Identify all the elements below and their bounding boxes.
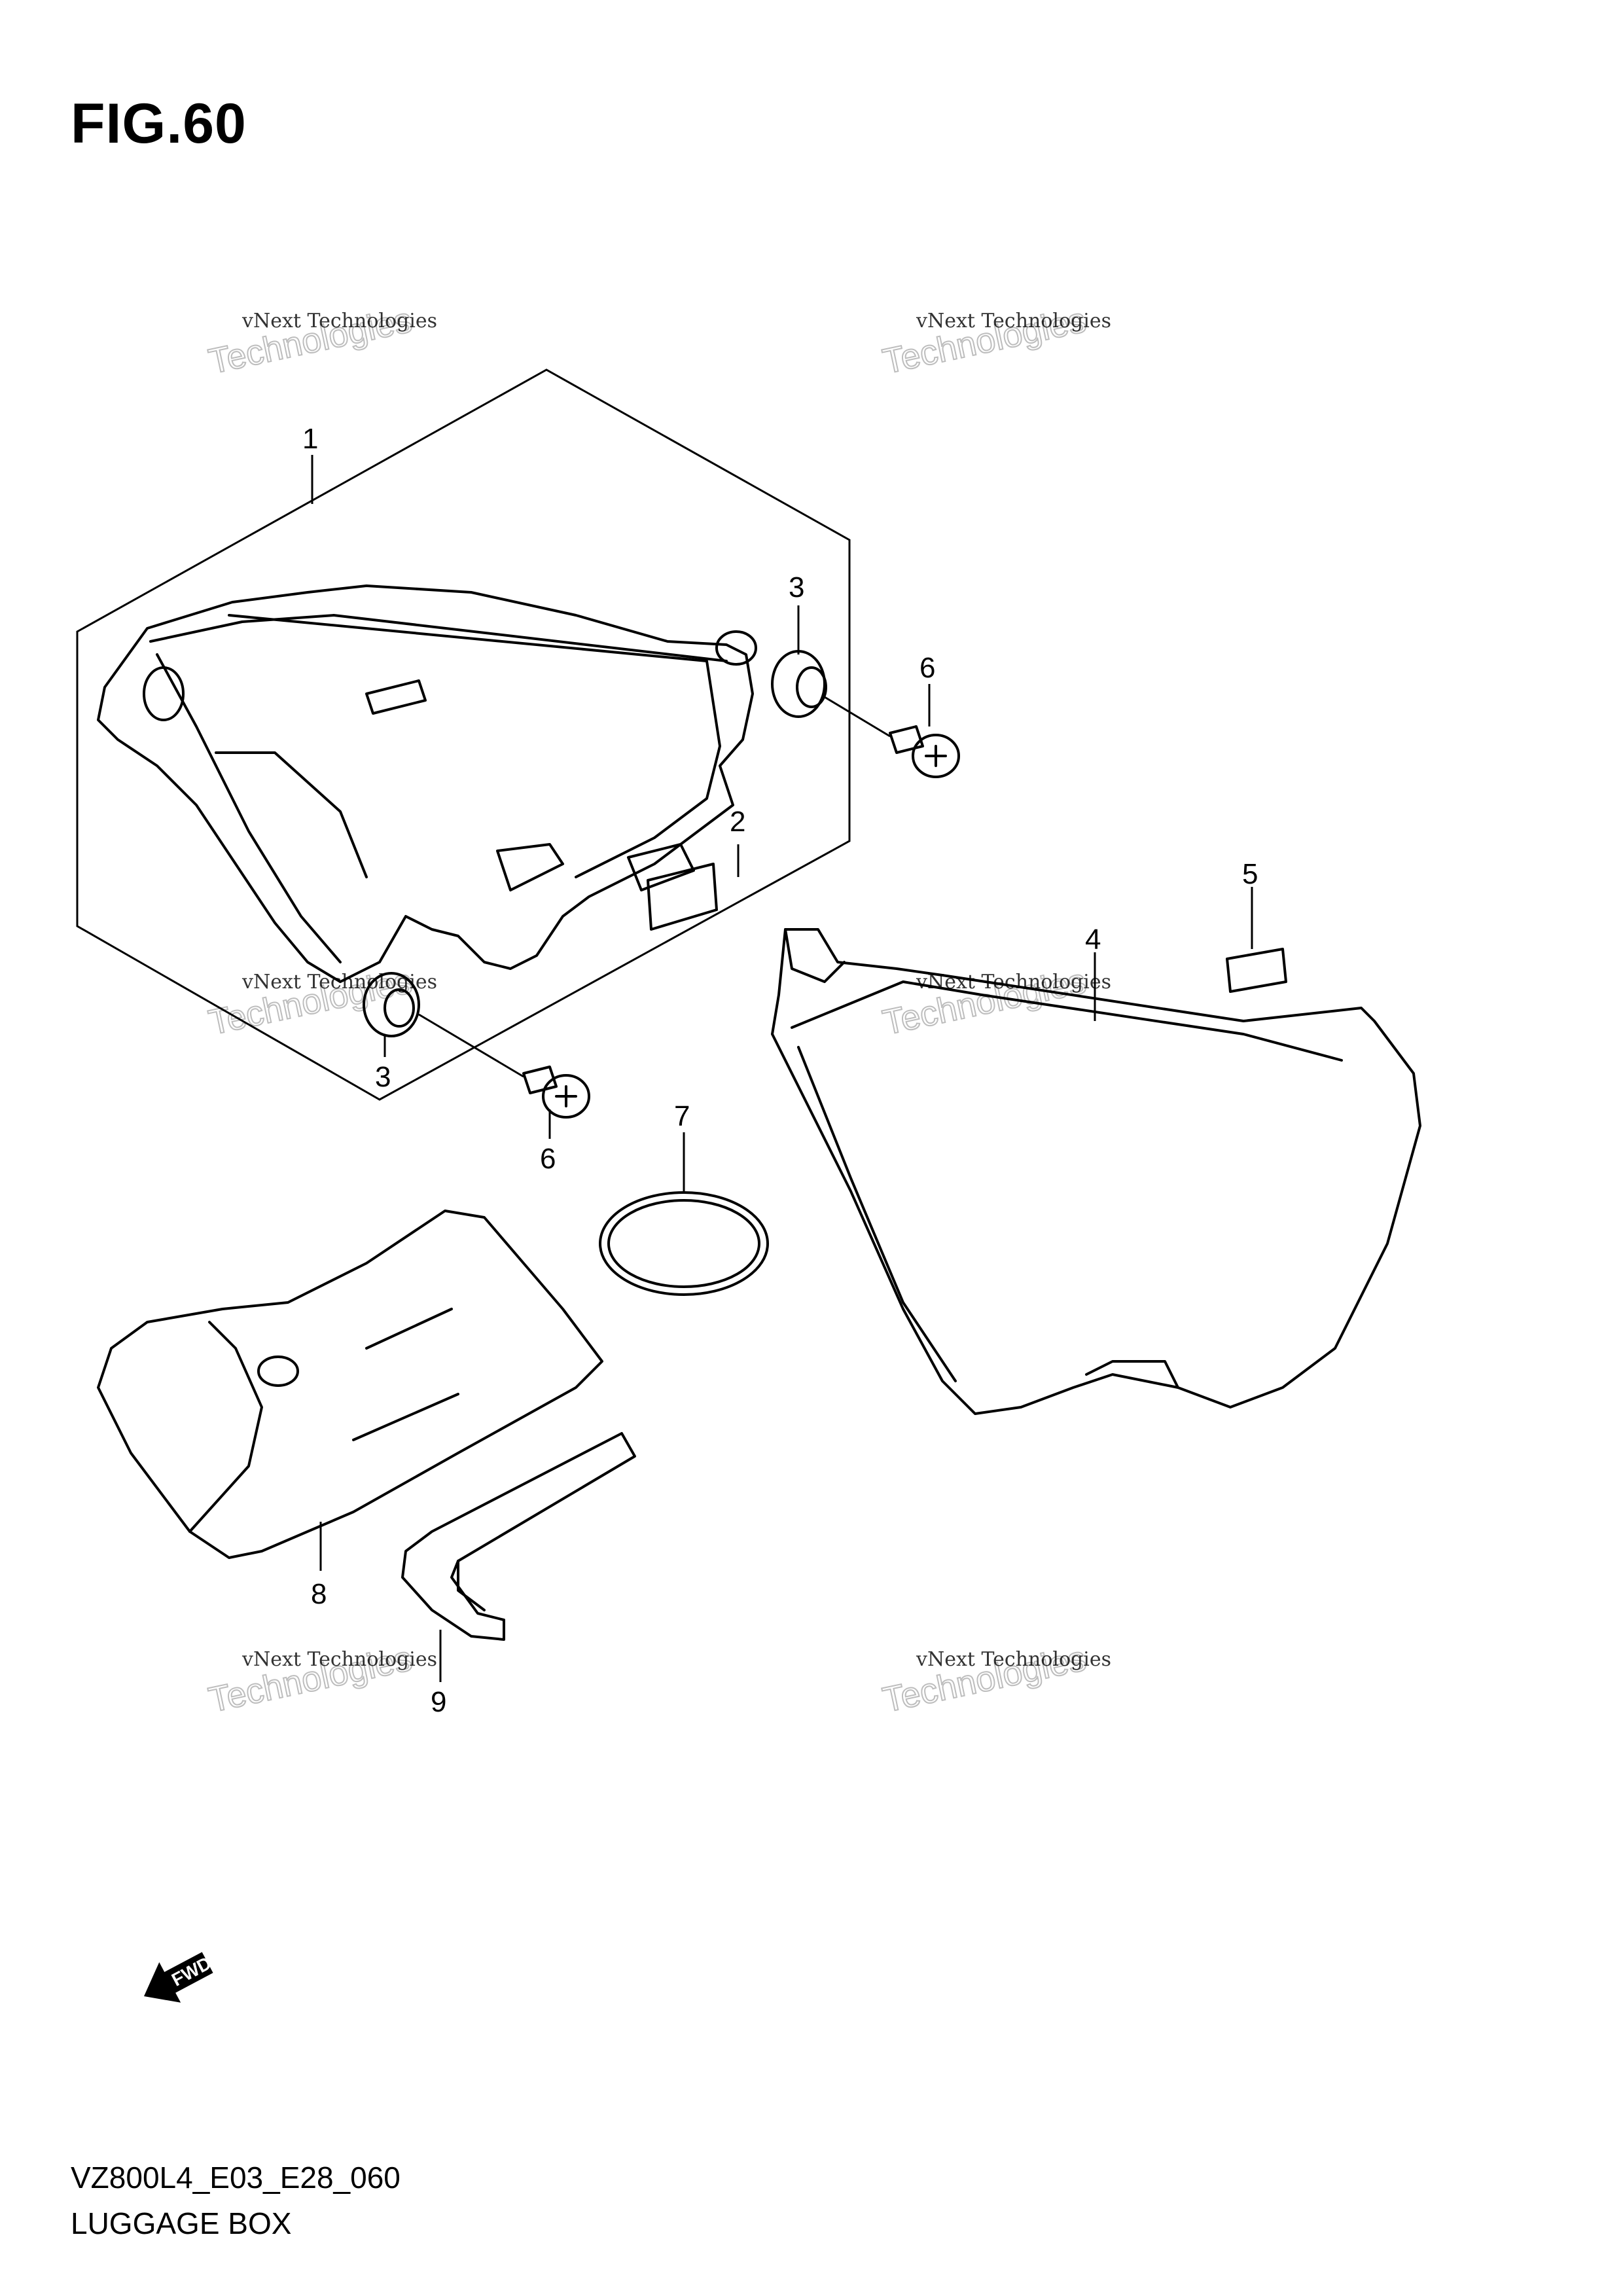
fastener-guide-line — [824, 696, 891, 738]
watermark-text: vNext Technologies — [916, 971, 1111, 994]
part-6-bolt-lower — [522, 1066, 590, 1119]
callout-1: 1 — [302, 423, 318, 455]
callout-8: 8 — [311, 1578, 327, 1610]
diagram-code: VZ800L4_E03_E28_060 — [71, 2161, 401, 2195]
assembly-boundary — [76, 368, 851, 1101]
callout-3-upper: 3 — [789, 571, 804, 603]
watermark-text: vNext Technologies — [241, 310, 437, 332]
callout-7: 7 — [674, 1100, 690, 1132]
part-2-pad — [647, 863, 718, 931]
part-8-bag — [97, 1210, 603, 1559]
part-5-block — [1226, 948, 1287, 993]
part-9-hex-wrench — [401, 1432, 636, 1641]
watermark-text: vNext Technologies — [916, 1648, 1111, 1671]
callout-6-lower: 6 — [540, 1143, 556, 1175]
callout-numbers: 1 2 3 3 4 5 6 6 7 8 9 — [302, 423, 1258, 1718]
callout-4: 4 — [1085, 924, 1101, 956]
figure-title: FIG.60 — [71, 92, 247, 155]
part-3-grommet-lower — [363, 972, 420, 1037]
section-name: LUGGAGE BOX — [71, 2206, 292, 2240]
leader-lines — [311, 455, 1253, 1682]
watermark-group: Technologies vNext Technologies Technolo… — [205, 300, 1111, 1721]
callout-2: 2 — [730, 806, 745, 838]
watermark-text: vNext Technologies — [241, 1648, 437, 1671]
callout-3-lower: 3 — [375, 1061, 391, 1093]
callout-5: 5 — [1242, 858, 1258, 890]
watermark-text: vNext Technologies — [916, 310, 1111, 332]
part-7-o-ring — [599, 1191, 769, 1296]
fastener-guide-line — [418, 1013, 524, 1078]
part-6-bolt-upper — [889, 725, 960, 778]
callout-6-upper: 6 — [919, 652, 935, 684]
part-4-side-cover — [771, 928, 1421, 1415]
fwd-arrow-icon: FWD — [144, 1952, 215, 2003]
part-1-luggage-box-bracket — [97, 584, 757, 983]
callout-9: 9 — [431, 1686, 446, 1718]
part-3-grommet-upper — [771, 650, 827, 718]
